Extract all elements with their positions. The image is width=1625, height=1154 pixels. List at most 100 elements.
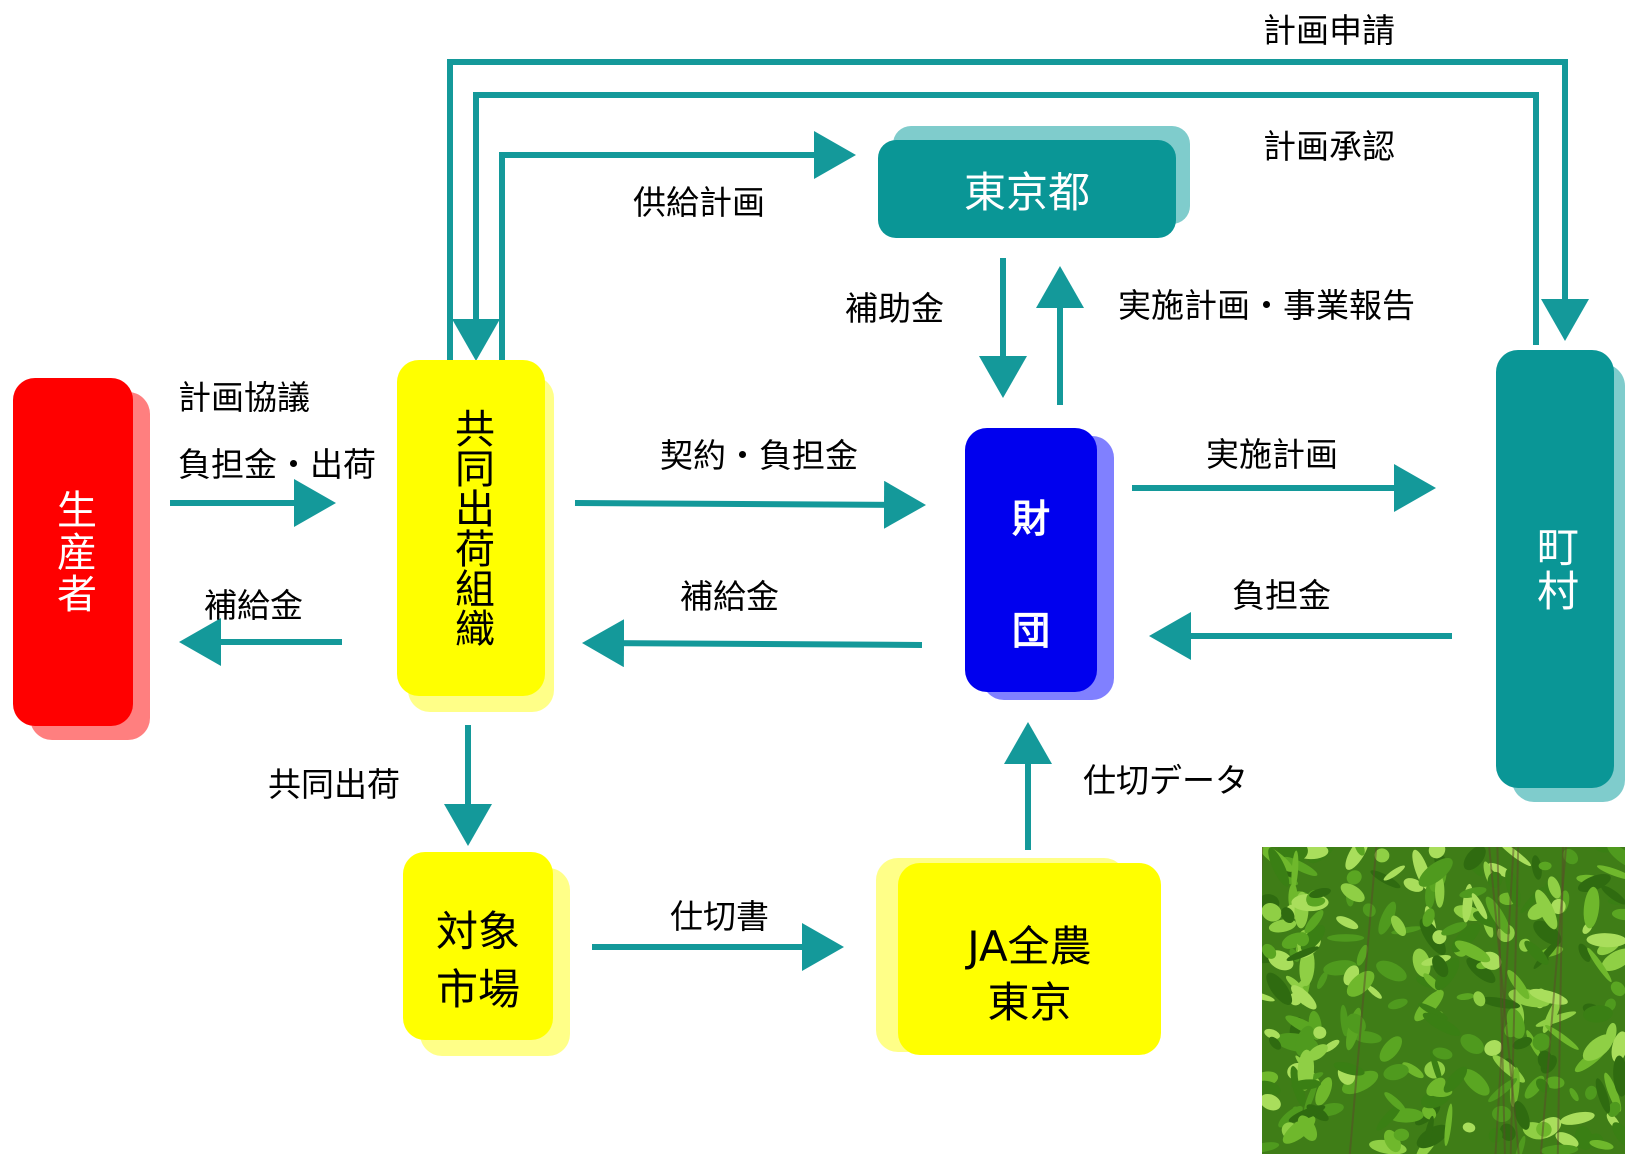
ja-label-line2: 東京	[987, 978, 1072, 1027]
leaf-shape	[1533, 920, 1562, 945]
leaf-shape	[1297, 1115, 1318, 1141]
stem-line	[1488, 847, 1520, 1154]
leaf-shape	[1341, 1070, 1379, 1095]
leaf-shape	[1356, 944, 1368, 966]
leaf-shape	[1601, 885, 1625, 905]
leaf-shape	[1578, 943, 1591, 962]
leaf-shape	[1607, 1101, 1621, 1117]
leaf-shape	[1383, 1064, 1409, 1081]
label-plan-approval: 計画承認	[1263, 127, 1395, 166]
label-supply-plan: 供給計画	[633, 183, 765, 222]
leaf-shape	[1514, 1135, 1526, 1154]
leaf-shape	[1340, 1004, 1349, 1037]
leaf-shape	[1262, 991, 1275, 1002]
leaf-shape	[1429, 1049, 1443, 1086]
leaf-shape	[1484, 1040, 1503, 1056]
leaf-shape	[1585, 1085, 1597, 1100]
label-burden-shipping: 負担金・出荷	[178, 445, 376, 484]
coop-label: 共同出荷組織	[448, 408, 494, 648]
leaf-shape	[1295, 932, 1310, 947]
leaf-shape	[1412, 948, 1431, 978]
leaf-shape	[1422, 908, 1435, 927]
leaf-shape	[1569, 1088, 1579, 1102]
leaf-shape	[1441, 922, 1468, 936]
leaf-shape	[1383, 865, 1405, 881]
leaf-shape	[1295, 1025, 1315, 1057]
leaf-shape	[1418, 1002, 1449, 1020]
coop-node: 共同出荷組織	[397, 360, 545, 696]
leaf-shape	[1610, 981, 1625, 997]
leaf-shape	[1604, 1072, 1622, 1112]
leaf-shape	[1532, 1033, 1551, 1051]
stem-line	[1348, 847, 1378, 1154]
leaf-shape	[1529, 988, 1568, 1005]
producer-node: 生産者	[13, 378, 133, 726]
leaf-shape	[1473, 991, 1486, 1007]
leaf-shape	[1418, 857, 1453, 887]
leaf-shape	[1298, 978, 1309, 988]
leaf-shape	[1596, 865, 1625, 880]
leaf-shape	[1512, 1037, 1533, 1050]
leaf-shape	[1340, 883, 1365, 903]
label-subsidy: 補助金	[845, 289, 944, 328]
arrow-supply-payment-mid	[582, 619, 923, 668]
leaf-shape	[1393, 1128, 1410, 1141]
leaf-shape	[1507, 969, 1530, 1000]
leaf-shape	[1586, 933, 1625, 948]
leaf-shape	[1346, 970, 1375, 997]
leaf-shape	[1315, 1077, 1333, 1106]
leaf-shape	[1488, 1127, 1503, 1143]
leaf-shape	[1460, 1033, 1484, 1055]
leaf-shape	[1384, 1092, 1406, 1112]
leaf-shape	[1336, 916, 1359, 930]
leaf-shape	[1463, 847, 1486, 871]
leaf-shape	[1432, 955, 1449, 978]
leaf-shape	[1262, 903, 1282, 922]
leaf-shape	[1313, 1026, 1327, 1039]
leaf-shape	[1459, 887, 1487, 898]
market-label-line2: 市場	[435, 965, 520, 1014]
leaf-shape	[1374, 848, 1390, 863]
leaf-shape	[1547, 876, 1561, 899]
leaf-shape	[1262, 1093, 1281, 1111]
leaf-shape	[1290, 985, 1317, 1010]
leaf-shape	[1262, 943, 1277, 959]
label-implementation-report: 実施計画・事業報告	[1118, 286, 1415, 325]
leaf-shape	[1345, 847, 1369, 870]
leaf-shape	[1485, 896, 1511, 935]
leaf-shape	[1466, 957, 1496, 984]
leaf-shape	[1531, 855, 1542, 880]
leaf-shape	[1376, 960, 1407, 982]
town-node: 町村	[1496, 350, 1614, 788]
label-implementation-plan: 実施計画	[1206, 435, 1338, 474]
town-label: 町村	[1530, 525, 1580, 613]
leaf-shape	[1264, 1028, 1280, 1040]
arrow-contract-burden	[574, 480, 926, 529]
leaf-shape	[1524, 940, 1549, 965]
leaf-shape	[1613, 1055, 1625, 1097]
leaf-shape	[1379, 1036, 1403, 1062]
leaf-shape	[1316, 971, 1328, 989]
tokyo-node: 東京都	[878, 140, 1176, 238]
arrow-plan-application	[447, 59, 1589, 365]
leaf-shape	[1443, 1066, 1468, 1093]
leaf-shape	[1444, 1103, 1453, 1147]
leaf-shape	[1362, 903, 1376, 917]
leaf-shape	[1540, 1144, 1579, 1154]
leaf-shape	[1426, 1077, 1446, 1097]
label-burden: 負担金	[1232, 576, 1331, 615]
stem-line	[1496, 847, 1506, 1154]
leaf-shape	[1291, 1079, 1322, 1090]
leaf-shape	[1422, 1012, 1461, 1037]
leaf-shape	[1283, 856, 1318, 876]
leaf-shape	[1574, 1126, 1593, 1150]
stem-line	[1539, 847, 1567, 1154]
label-joint-shipping: 共同出荷	[268, 765, 400, 804]
leaf-shape	[1601, 948, 1625, 971]
foundation-node: 財 団	[965, 428, 1097, 692]
leaf-shape	[1583, 1005, 1613, 1023]
leaf-shape	[1612, 1122, 1625, 1147]
leaf-shape	[1583, 886, 1600, 929]
leaf-shape	[1423, 1115, 1434, 1149]
leaf-shape	[1587, 947, 1612, 983]
